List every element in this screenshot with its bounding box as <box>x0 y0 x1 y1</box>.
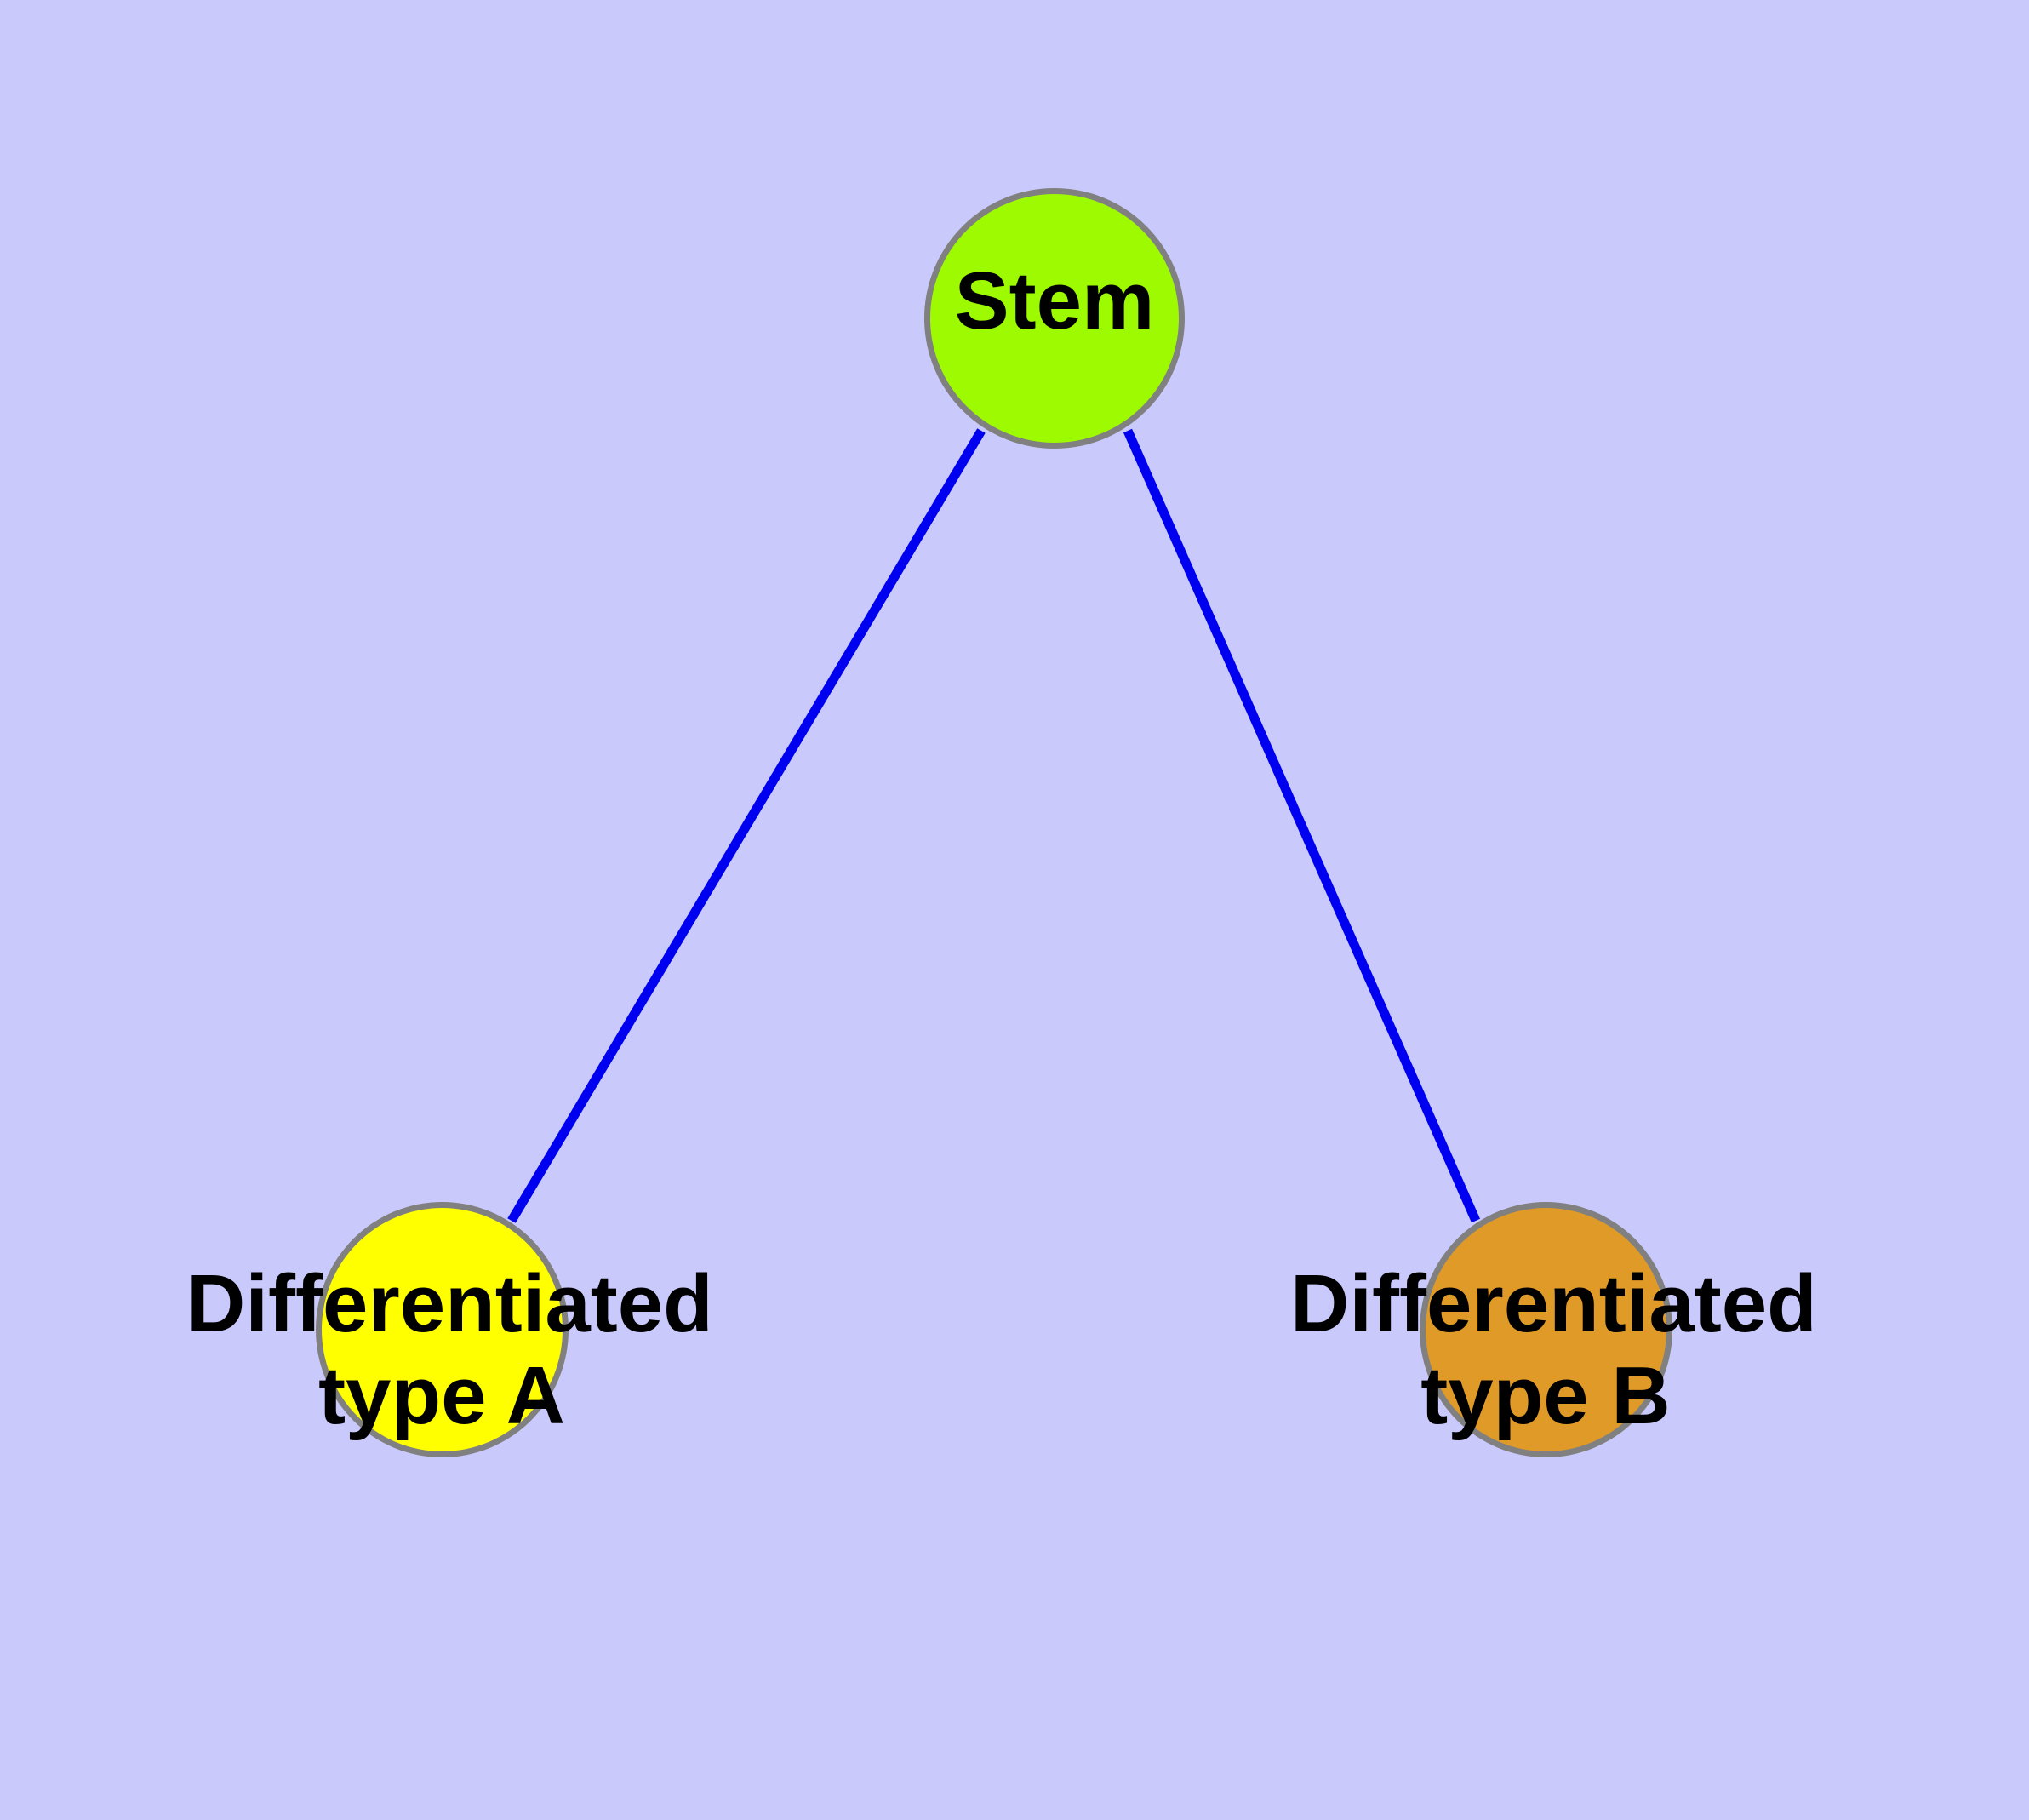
node-stem[interactable] <box>924 188 1185 449</box>
node-differentiated-type-a[interactable] <box>316 1202 569 1457</box>
edge-stem-to-type-a[interactable] <box>507 428 986 1223</box>
node-differentiated-type-b[interactable] <box>1420 1202 1672 1457</box>
edge-stem-to-type-b[interactable] <box>1123 428 1481 1223</box>
